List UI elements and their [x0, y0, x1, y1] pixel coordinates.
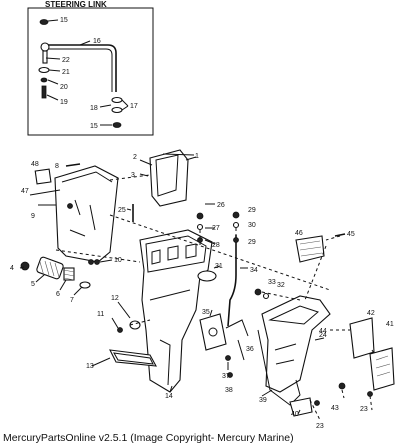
callout-7: 7: [70, 297, 74, 304]
inset-callout-labels: 15 16 22 21 20 19 18 17 15: [60, 17, 138, 130]
bushing-18: [111, 96, 123, 104]
callout-47: 47: [21, 188, 29, 195]
inset-frame: [27, 7, 154, 136]
callout-44: 44: [319, 328, 327, 335]
part-31-grommet: [197, 270, 217, 282]
part-29-nut: [232, 211, 240, 219]
callout-13: 13: [86, 363, 94, 370]
part-35-bracket: [199, 313, 227, 351]
bolt-19: [41, 85, 47, 99]
callout-9: 9: [31, 213, 35, 220]
callout-2: 2: [133, 154, 137, 161]
part-40-anode: [289, 397, 313, 417]
part-23-screw: [314, 400, 320, 406]
callout-28: 28: [212, 242, 220, 249]
inset-title: STEERING LINK: [45, 0, 107, 9]
callout-40: 40: [291, 411, 299, 418]
callout-14: 14: [165, 393, 173, 400]
part-5-coupler: [36, 256, 64, 280]
part-39-lower-unit: [257, 329, 301, 406]
image-caption: MercuryPartsOnline v2.5.1 (Image Copyrig…: [3, 432, 294, 444]
callout-48: 48: [31, 161, 39, 168]
part-26-nut: [196, 212, 204, 220]
inset-callout-22: 22: [62, 57, 70, 64]
callout-23: 23: [316, 423, 324, 430]
callout-31: 31: [215, 263, 223, 270]
callout-46: 46: [295, 230, 303, 237]
callout-1: 1: [195, 153, 199, 160]
callout-41: 41: [386, 321, 394, 328]
inset-callout-17: 17: [130, 103, 138, 110]
callout-27: 27: [212, 225, 220, 232]
callout-5: 5: [31, 281, 35, 288]
part-11-screw: [117, 327, 123, 333]
callout-25: 25: [118, 207, 126, 214]
callout-33: 33: [268, 279, 276, 286]
callout-12: 12: [111, 295, 119, 302]
part-41-plate: [369, 347, 395, 391]
part-14-driveshaft-housing: [139, 229, 213, 393]
part-7-washer: [79, 281, 91, 289]
callout-23: 23: [360, 406, 368, 413]
callout-34: 34: [250, 267, 258, 274]
callout-35: 35: [202, 309, 210, 316]
part-37-screw: [225, 355, 231, 361]
part-4-nut: [20, 261, 30, 271]
callout-24: 24: [319, 332, 327, 339]
inset-callout-18: 18: [90, 105, 98, 112]
part-30-washer: [232, 221, 240, 229]
inset-callout-19: 19: [60, 99, 68, 106]
leader-lines: [19, 153, 325, 415]
part-32-washer: [262, 292, 270, 300]
callout-38: 38: [225, 387, 233, 394]
callout-36: 36: [246, 346, 254, 353]
callout-29: 29: [248, 239, 256, 246]
part-48-plate: [34, 168, 52, 185]
callout-42: 42: [367, 310, 375, 317]
inset-callout-15: 15: [60, 17, 68, 24]
nut-15-top: [39, 19, 49, 25]
part-43-nut: [338, 382, 346, 390]
callout-10: 10: [114, 257, 122, 264]
steering-link-inset: STEERING LINK: [27, 0, 154, 136]
callout-3: 3: [131, 172, 135, 179]
callout-29: 29: [248, 207, 256, 214]
callout-4: 4: [10, 265, 14, 272]
steering-link-rod: [46, 44, 117, 92]
callout-11: 11: [97, 311, 104, 318]
part-1-upper-mount: [149, 149, 197, 207]
inset-callout-21: 21: [62, 69, 70, 76]
part-46-pad: [295, 235, 325, 263]
callout-39: 39: [259, 397, 267, 404]
inset-callout-15: 15: [90, 123, 98, 130]
callout-32: 32: [277, 282, 285, 289]
callout-45: 45: [347, 231, 355, 238]
part-9-housing-cover: [54, 165, 119, 265]
part-42-plate: [349, 317, 375, 359]
inset-callout-20: 20: [60, 84, 68, 91]
callout-30: 30: [248, 222, 256, 229]
part-8-screw: [65, 163, 81, 167]
callout-26: 26: [217, 202, 225, 209]
ball-joint: [40, 42, 50, 52]
assembly-lines: [55, 174, 376, 421]
callout-6: 6: [56, 291, 60, 298]
nut-20: [40, 77, 48, 83]
part-27-washer: [196, 223, 204, 231]
part-38-screw: [227, 372, 233, 378]
callout-8: 8: [55, 163, 59, 170]
part-24-gear-housing: [261, 295, 331, 393]
nut-15-bottom: [112, 122, 122, 128]
part-34-shift-rod: [227, 235, 237, 327]
callout-43: 43: [331, 405, 339, 412]
washer-21: [38, 66, 50, 74]
callout-37: 37: [222, 373, 230, 380]
inset-callout-16: 16: [93, 38, 101, 45]
part-45-screw: [334, 233, 346, 237]
part-10-screw: [94, 259, 100, 265]
part-33-screw: [254, 288, 262, 296]
